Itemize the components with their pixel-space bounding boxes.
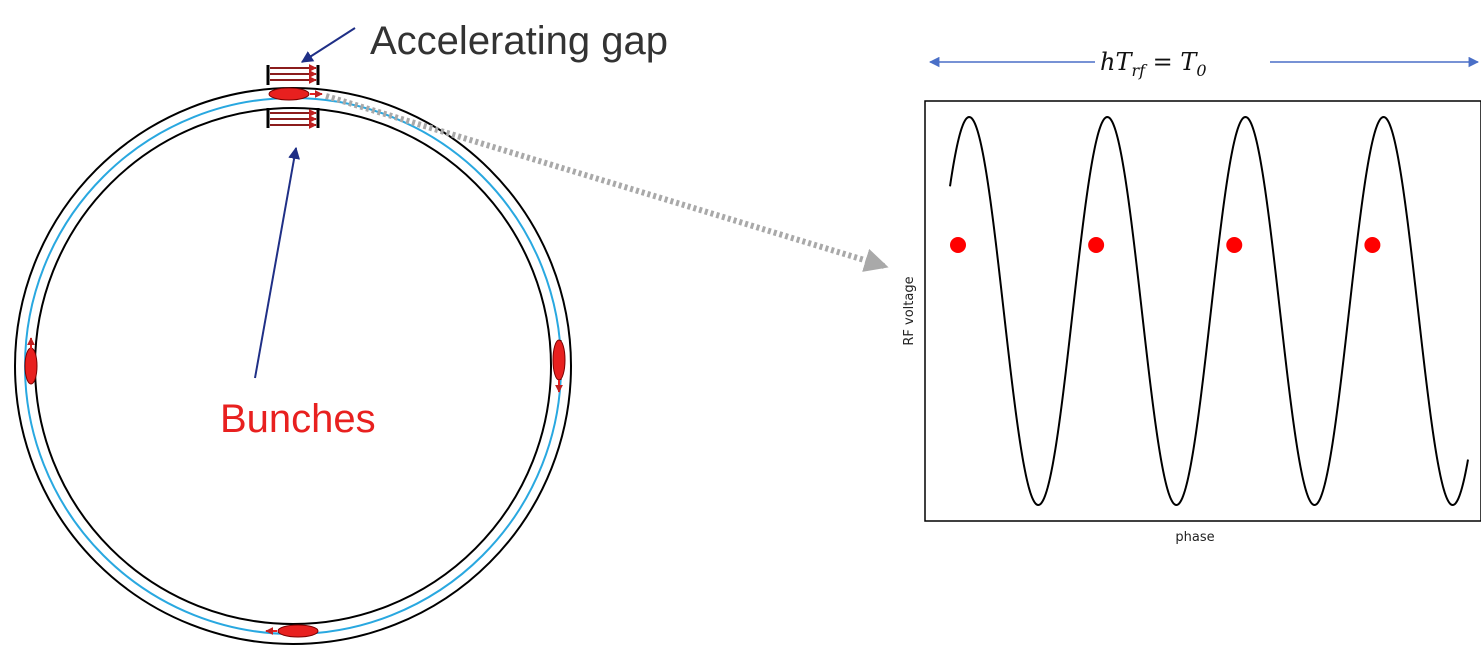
bunch-marker: [1364, 237, 1381, 253]
bunches-pointer-arrow: [254, 146, 301, 379]
rf-voltage-plot: phase RF voltage: [902, 100, 1481, 545]
bunches-label: Bunches: [220, 397, 376, 441]
bunch-bottom: [265, 624, 319, 638]
bunch-marker: [1088, 237, 1105, 253]
synchrotron-ring: [14, 64, 572, 645]
field-arrows-bottom: [270, 109, 317, 129]
period-indicator: hTrf = T0: [928, 48, 1480, 80]
bunch-top: [268, 87, 323, 101]
accelerating-cavity: [266, 64, 562, 380]
bunch-right: [552, 339, 566, 393]
rf-voltage-curve: [949, 115, 1469, 507]
bunch-phase-markers: [950, 237, 1381, 253]
ring-outer-wall: [14, 87, 572, 645]
bunch-marker: [950, 237, 966, 253]
field-arrows-top: [270, 64, 317, 84]
beam-orbit: [24, 97, 562, 635]
gap-pointer-arrow: [300, 27, 356, 63]
period-equation: hTrf = T0: [1100, 48, 1207, 80]
plot-frame: [924, 100, 1481, 522]
y-axis-label: RF voltage: [902, 276, 917, 345]
x-axis-label: phase: [1175, 530, 1214, 545]
bunch-marker: [1226, 237, 1243, 253]
zoom-dotted-arrow: [325, 93, 889, 272]
accelerating-gap-label: Accelerating gap: [370, 19, 668, 63]
ring-inner-wall: [34, 107, 552, 625]
bunch-left: [24, 337, 38, 385]
